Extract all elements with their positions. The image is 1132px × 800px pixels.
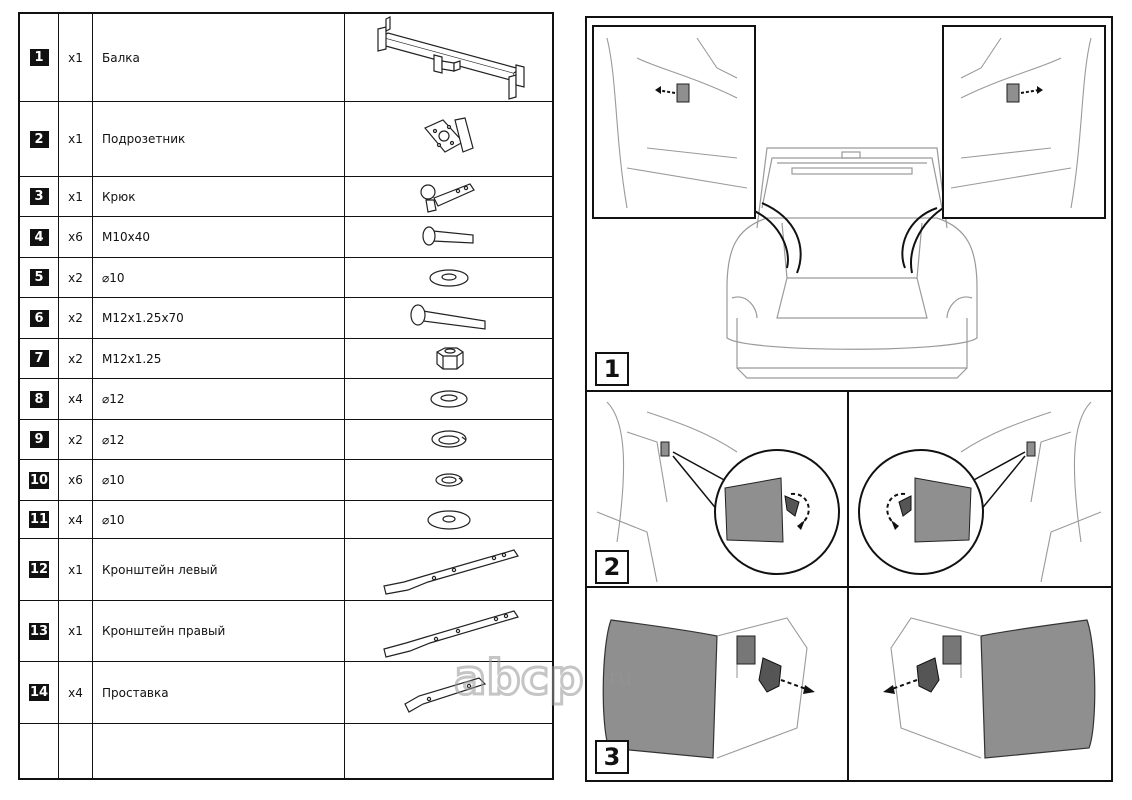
part-name: Кронштейн правый [93, 601, 345, 661]
part-name: Крюк [93, 177, 345, 216]
spring-washer-icon [430, 429, 467, 448]
washer-icon [429, 390, 468, 408]
part-quantity: x1 [59, 601, 93, 661]
part-number: 11 [28, 511, 50, 528]
table-row: 7 x2 M12x1.25 [20, 339, 552, 379]
part-quantity: x6 [59, 460, 93, 500]
part-quantity: x2 [59, 339, 93, 378]
left-trim-removal-illustration [602, 617, 815, 759]
part-quantity [59, 724, 93, 778]
right-bracket-icon [382, 610, 519, 658]
part-number: 3 [29, 188, 49, 205]
part-name: ⌀10 [93, 460, 345, 500]
right-trunk-clip-illustration [858, 401, 1102, 583]
long-bolt-icon [409, 304, 486, 330]
part-number: 14 [28, 684, 50, 701]
socket-bracket-icon [423, 117, 474, 153]
part-quantity: x2 [59, 420, 93, 459]
part-number: 5 [29, 269, 49, 286]
table-row: 13 x1 Кронштейн правый [20, 601, 552, 662]
table-row: 10 x6 ⌀10 [20, 460, 552, 501]
left-trunk-clip-illustration [596, 401, 840, 583]
part-name: Балка [93, 14, 345, 101]
part-name: Проставка [93, 662, 345, 723]
table-row: 14 x4 Проставка [20, 662, 552, 724]
table-row [20, 724, 552, 778]
hex-nut-icon [435, 346, 464, 370]
part-name: Кронштейн левый [93, 539, 345, 600]
part-quantity: x4 [59, 501, 93, 538]
part-quantity: x2 [59, 258, 93, 297]
part-name: Подрозетник [93, 102, 345, 176]
part-number: 9 [29, 431, 49, 448]
part-name: M12x1.25 [93, 339, 345, 378]
part-number: 10 [28, 471, 50, 489]
part-name: M10x40 [93, 217, 345, 257]
table-row: 2 x1 Подрозетник [20, 102, 552, 177]
part-number: 13 [28, 622, 50, 640]
bolt-icon [421, 226, 474, 246]
part-number: 8 [29, 390, 49, 408]
spacer-plate-icon [403, 676, 486, 713]
tow-beam-icon [376, 15, 525, 100]
step-3-right-panel [849, 588, 1111, 780]
part-quantity: x1 [59, 177, 93, 216]
part-number: 2 [29, 130, 49, 148]
part-quantity: x4 [59, 379, 93, 419]
table-row: 6 x2 M12x1.25x70 [20, 298, 552, 339]
part-name [93, 724, 345, 778]
large-washer-icon [426, 509, 471, 530]
part-number: 6 [29, 309, 49, 327]
part-quantity: x2 [59, 298, 93, 338]
part-number [20, 724, 59, 778]
table-row: 12 x1 Кронштейн левый [20, 539, 552, 601]
part-quantity: x1 [59, 539, 93, 600]
washer-icon [428, 268, 469, 287]
part-quantity: x1 [59, 102, 93, 176]
part-name: ⌀12 [93, 379, 345, 419]
parts-table: 1 x1 Балка 2 x1 Подроз [18, 12, 554, 780]
instruction-panels: 1 2 [585, 16, 1113, 782]
table-row: 5 x2 ⌀10 [20, 258, 552, 298]
car-trunk-illustration [592, 25, 1106, 379]
part-quantity: x6 [59, 217, 93, 257]
table-row: 9 x2 ⌀12 [20, 420, 552, 460]
step-number: 1 [595, 352, 629, 386]
step-1-panel: 1 [587, 18, 1111, 392]
step-number: 2 [595, 550, 629, 584]
part-name: ⌀10 [93, 501, 345, 538]
part-name: ⌀10 [93, 258, 345, 297]
step-2-left-panel: 2 [587, 392, 849, 588]
spring-washer-icon [434, 473, 463, 487]
step-number: 3 [595, 740, 629, 774]
part-number: 1 [29, 49, 49, 66]
right-trim-removal-illustration [883, 617, 1096, 759]
tow-ball-hook-icon [419, 182, 475, 213]
part-name: ⌀12 [93, 420, 345, 459]
table-row: 11 x4 ⌀10 [20, 501, 552, 539]
part-number: 12 [28, 561, 50, 578]
part-number: 7 [29, 350, 49, 367]
part-quantity: x1 [59, 14, 93, 101]
table-row: 3 x1 Крюк [20, 177, 552, 217]
part-quantity: x4 [59, 662, 93, 723]
left-bracket-icon [382, 548, 519, 595]
table-row: 1 x1 Балка [20, 14, 552, 102]
step-3-left-panel: 3 [587, 588, 849, 780]
table-row: 8 x4 ⌀12 [20, 379, 552, 420]
table-row: 4 x6 M10x40 [20, 217, 552, 258]
part-number: 4 [29, 228, 49, 246]
step-2-right-panel [849, 392, 1111, 588]
part-name: M12x1.25x70 [93, 298, 345, 338]
